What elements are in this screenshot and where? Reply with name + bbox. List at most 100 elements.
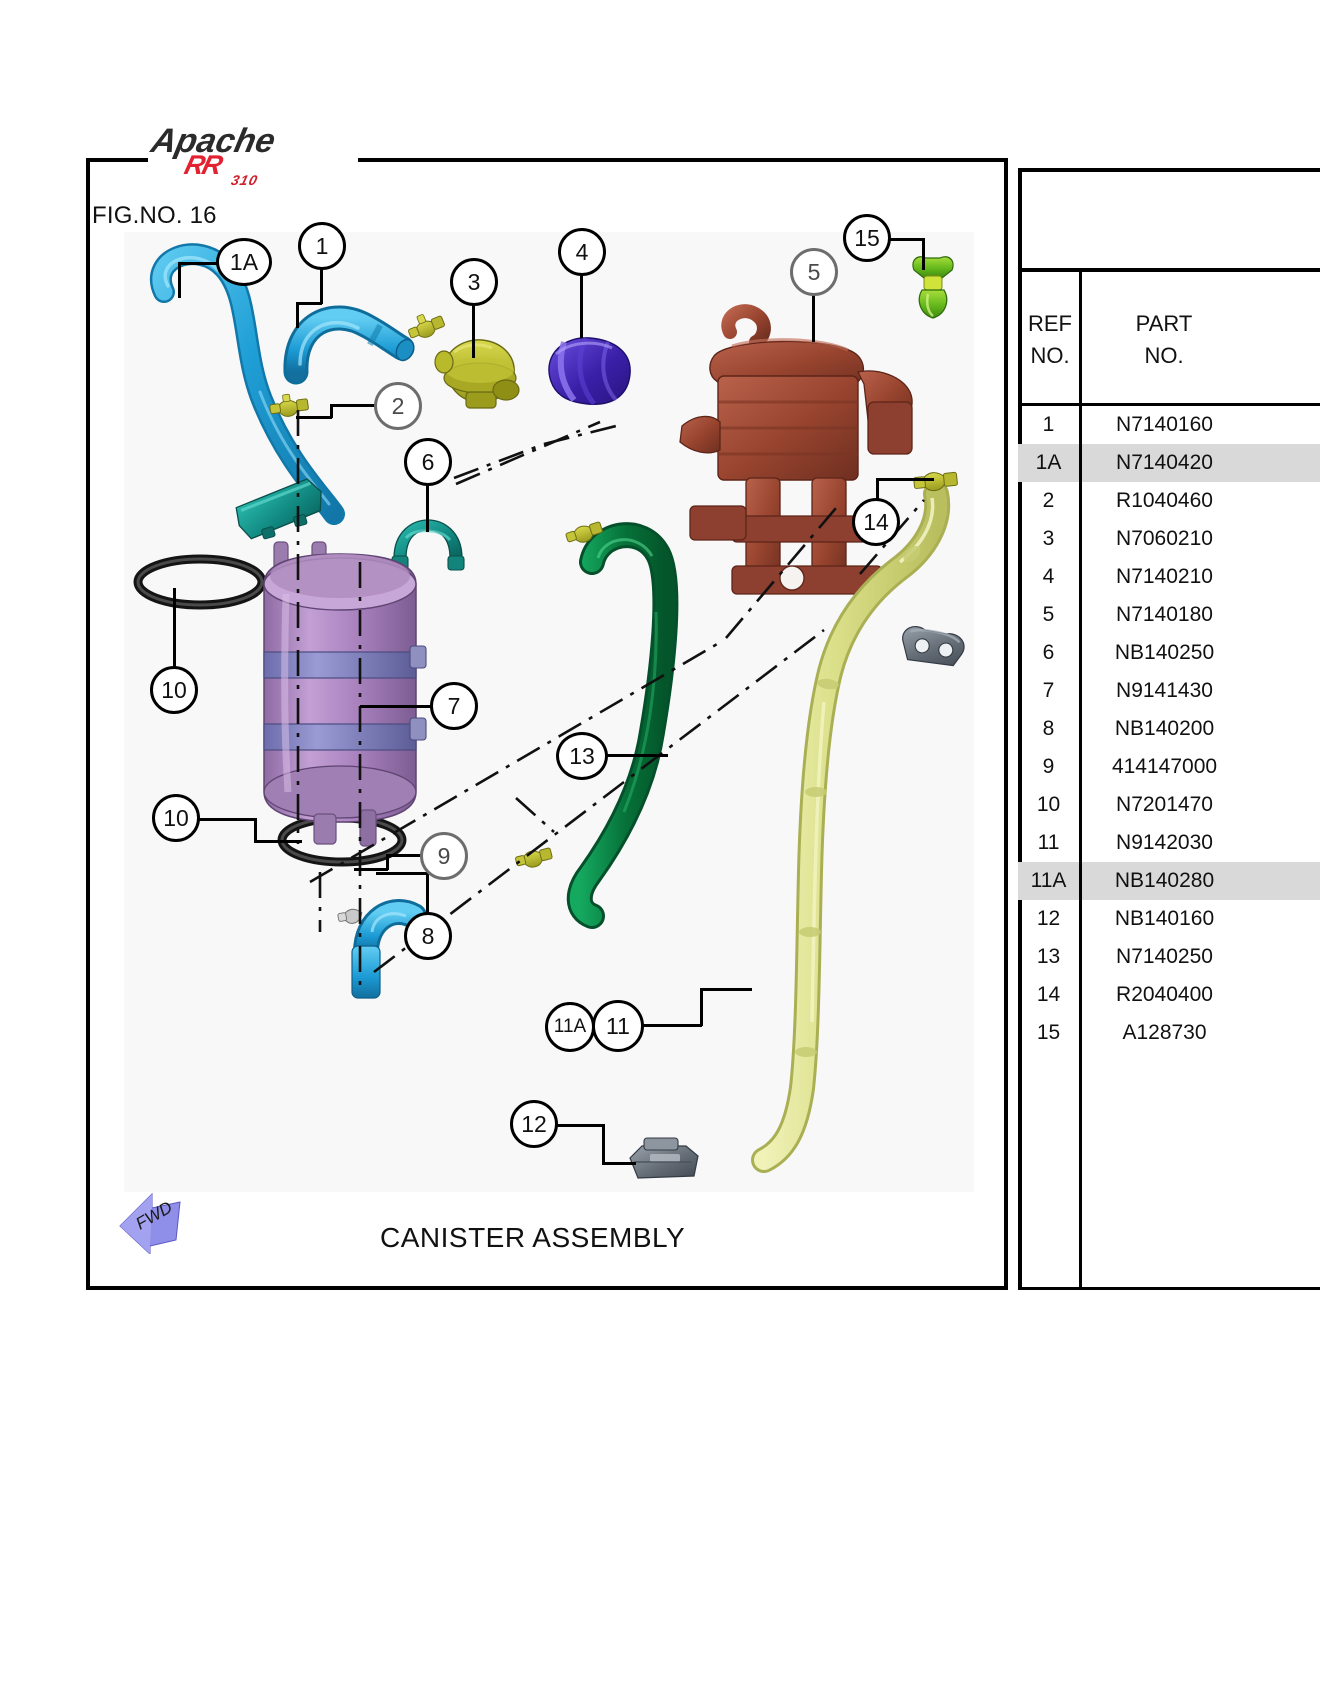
callout-5[interactable]: 5 — [790, 248, 838, 296]
callout-3[interactable]: 3 — [450, 258, 498, 306]
grey-clip-right — [902, 626, 965, 667]
parts-artwork — [133, 243, 965, 1179]
callout-12[interactable]: 12 — [510, 1100, 558, 1148]
callout-1[interactable]: 1 — [298, 222, 346, 270]
callout-14-label: 14 — [863, 508, 889, 535]
callout-11a[interactable]: 11A — [545, 1002, 595, 1052]
callout-9[interactable]: 9 — [420, 832, 468, 880]
table-cell-ref: 7 — [1042, 679, 1055, 702]
leader-5-v — [812, 294, 815, 342]
leader-10-upper-v — [173, 588, 176, 668]
table-cell-part: 414147000 — [1111, 755, 1218, 778]
callout-11a-label: 11A — [553, 1016, 587, 1037]
table-cell-ref: 13 — [1036, 945, 1061, 968]
fwd-direction-arrow: FWD — [119, 1192, 181, 1254]
table-cell-ref: 2 — [1042, 489, 1055, 512]
callout-11-label: 11 — [606, 1012, 630, 1039]
table-cell-ref: 3 — [1042, 527, 1055, 550]
table-cell-part: N7140160 — [1116, 413, 1213, 436]
table-cell-part: R1040460 — [1116, 489, 1213, 512]
part-11-olive-hose — [751, 481, 951, 1173]
callout-10-upper[interactable]: 10 — [150, 666, 198, 714]
callout-13[interactable]: 13 — [556, 732, 608, 780]
table-cell-part: N7201470 — [1116, 793, 1213, 816]
callout-6[interactable]: 6 — [404, 438, 452, 486]
leader-1-v1 — [320, 268, 323, 304]
table-row: 11A NB140280 — [1018, 862, 1320, 900]
parts-table — [1018, 168, 1320, 1290]
table-cell-part: N7140420 — [1116, 451, 1213, 474]
part-2-hose-clamp — [269, 393, 309, 417]
callout-10-lower[interactable]: 10 — [152, 794, 200, 842]
callout-15[interactable]: 15 — [843, 214, 891, 262]
part-5-canister-bracket — [679, 304, 913, 595]
leader-1a-v — [178, 262, 181, 298]
leader-12-v — [602, 1124, 605, 1164]
table-cell-part: NB140160 — [1114, 907, 1215, 930]
table-header-part-line2: NO. — [1144, 343, 1184, 368]
leader-1-h — [296, 302, 322, 305]
table-cell-part: N9142030 — [1116, 831, 1213, 854]
table-header-ref-line1: REF — [1028, 311, 1072, 336]
table-header-ref-line2: NO. — [1030, 343, 1070, 368]
leader-11-v — [700, 988, 703, 1026]
grommet-pad — [235, 478, 322, 540]
part-10-o-ring-upper — [133, 554, 267, 610]
leader-15-v — [922, 238, 925, 270]
callout-13-label: 13 — [569, 742, 595, 769]
leader-3-v — [472, 304, 475, 358]
table-cell-part: NB140280 — [1114, 869, 1215, 892]
callout-14[interactable]: 14 — [852, 498, 900, 546]
leader-10-lower-h — [198, 818, 256, 821]
table-bottom-border — [1018, 1287, 1320, 1290]
table-cell-ref: 1A — [1035, 451, 1062, 474]
leader-2-h2 — [296, 416, 332, 419]
callout-1a[interactable]: 1A — [216, 238, 272, 286]
callout-11[interactable]: 11 — [592, 1000, 644, 1052]
assembly-axis-lines — [296, 410, 925, 992]
table-cell-part: A128730 — [1122, 1021, 1207, 1044]
table-cell-part: NB140200 — [1114, 717, 1215, 740]
part-2-hose-clamp-upper — [408, 314, 445, 339]
callout-6-label: 6 — [421, 448, 435, 475]
callout-4[interactable]: 4 — [558, 228, 606, 276]
table-cell-ref: 9 — [1042, 755, 1055, 778]
leader-15-h — [889, 238, 925, 241]
leader-8-h — [376, 872, 428, 875]
callout-8[interactable]: 8 — [404, 912, 452, 960]
brand-model-text: 310 — [229, 173, 259, 188]
table-cell-part: N7140210 — [1116, 565, 1213, 588]
figure-title: CANISTER ASSEMBLY — [380, 1222, 686, 1253]
leader-4-v — [580, 274, 583, 338]
leader-1-v2 — [296, 302, 299, 328]
brand-sub-text: RR — [182, 149, 227, 180]
leader-9-h — [386, 854, 424, 857]
leader-2-h — [330, 404, 376, 407]
brand-name-text: Apache — [148, 122, 279, 160]
table-cell-part: NB140250 — [1114, 641, 1215, 664]
table-row: 9 414147000 — [1018, 748, 1320, 786]
table-cell-ref: 11A — [1030, 869, 1067, 892]
leader-12-h — [556, 1124, 604, 1127]
table-row: 1A N7140420 — [1018, 444, 1320, 482]
callout-5-label: 5 — [807, 258, 821, 285]
leader-8-v — [426, 872, 429, 914]
callout-7[interactable]: 7 — [430, 682, 478, 730]
part-15-green-clip — [912, 256, 954, 319]
leader-6-v — [426, 484, 429, 532]
table-header-part: PART NO. — [1084, 308, 1244, 372]
callout-2[interactable]: 2 — [374, 382, 422, 430]
callout-9-label: 9 — [437, 842, 451, 869]
table-cell-ref: 11 — [1037, 831, 1060, 854]
leader-10-lower-h2 — [254, 840, 302, 843]
callout-1-label: 1 — [315, 232, 329, 259]
